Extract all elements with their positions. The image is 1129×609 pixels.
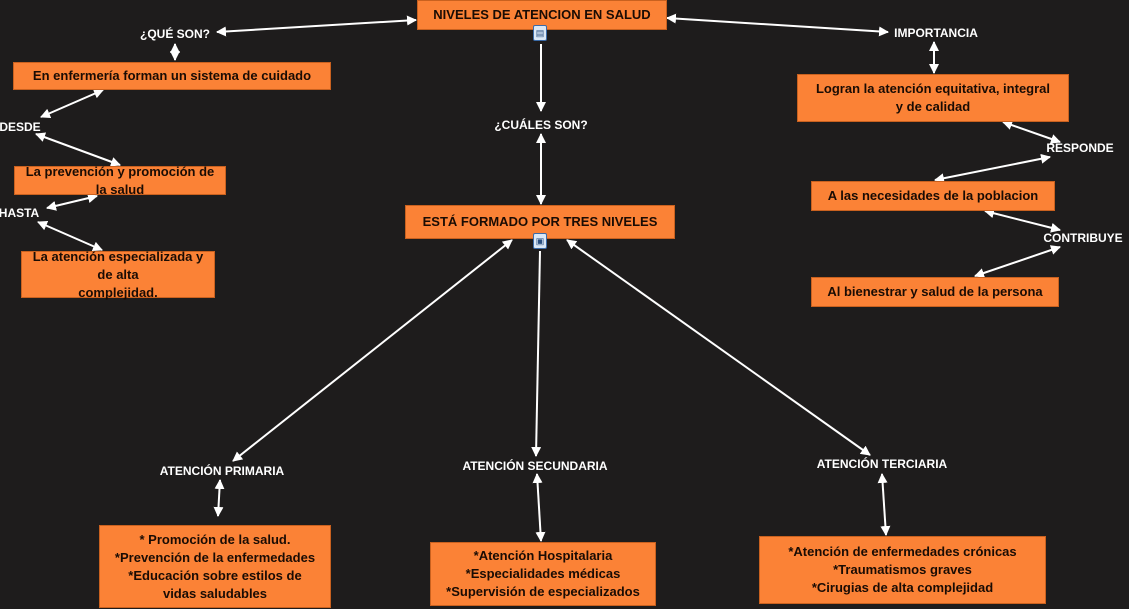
- arrow-contribuye-bienestar: [974, 245, 1061, 278]
- image-resource-icon[interactable]: ▣: [533, 233, 547, 249]
- concept-bienestar-persona[interactable]: Al bienestrar y salud de la persona: [811, 277, 1059, 307]
- arrow-box2-hasta: [46, 193, 98, 211]
- arrow-terciaria-box: [877, 473, 891, 536]
- concept-sistema-cuidado[interactable]: En enfermería forman un sistema de cuida…: [13, 62, 331, 90]
- link-hasta[interactable]: HASTA: [0, 206, 40, 220]
- concept-prevencion-promocion[interactable]: La prevención y promoción de la salud: [14, 164, 226, 197]
- arrow-tres-secundaria: [531, 250, 542, 457]
- concept-atencion-especializada[interactable]: La atención especializada y de alta comp…: [21, 249, 215, 300]
- link-responde[interactable]: RESPONDE: [1046, 141, 1114, 155]
- arrow-desde-box2: [35, 132, 121, 167]
- arrow-secundaria-box: [532, 473, 546, 542]
- link-atencion-secundaria[interactable]: ATENCIÓN SECUNDARIA: [462, 459, 608, 473]
- arrow-responde-necesidades: [934, 153, 1051, 184]
- arrow-hasta-box3: [37, 221, 103, 251]
- link-cuales-son[interactable]: ¿CUÁLES SON?: [494, 118, 588, 132]
- concept-secundaria-detalle[interactable]: *Atención Hospitalaria *Especialidades m…: [430, 542, 656, 606]
- arrow-box1-desde: [40, 89, 104, 118]
- link-atencion-primaria[interactable]: ATENCIÓN PRIMARIA: [159, 464, 285, 478]
- arrow-primaria-box: [213, 479, 225, 517]
- concept-terciaria-detalle[interactable]: *Atención de enfermedades crónicas *Trau…: [759, 536, 1046, 604]
- concept-necesidades-poblacion[interactable]: A las necesidades de la poblacion: [811, 181, 1055, 211]
- link-contribuye[interactable]: CONTRIBUYE: [1043, 231, 1123, 245]
- arrow-root-queson: [216, 15, 417, 37]
- concept-primaria-detalle[interactable]: * Promoción de la salud. *Prevención de …: [99, 525, 331, 608]
- link-atencion-terciaria[interactable]: ATENCIÓN TERCIARIA: [816, 457, 948, 471]
- arrow-tres-terciaria: [566, 239, 871, 456]
- arrow-logran-responde: [1002, 120, 1061, 144]
- arrow-necesidades-contribuye: [984, 208, 1061, 233]
- arrow-tres-primaria: [232, 239, 513, 462]
- link-que-son[interactable]: ¿QUÉ SON?: [139, 27, 211, 41]
- concept-logran-atencion[interactable]: Logran la atención equitativa, integral …: [797, 74, 1069, 122]
- arrow-root-importancia: [666, 13, 889, 37]
- link-importancia[interactable]: IMPORTANCIA: [894, 26, 978, 40]
- link-desde[interactable]: DESDE: [0, 120, 41, 134]
- video-resource-icon[interactable]: ▤: [533, 25, 547, 41]
